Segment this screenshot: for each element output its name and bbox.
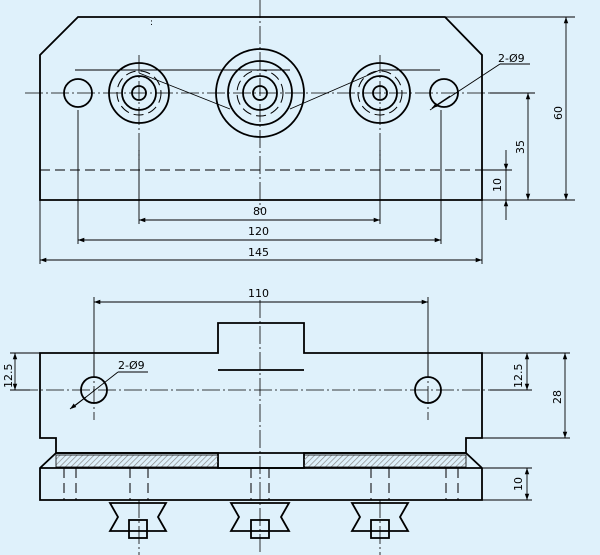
dimension-28: 28 <box>482 353 570 439</box>
pulley-middle <box>215 48 305 138</box>
hole-callout-front: 2-Ø9 <box>69 359 148 410</box>
top-extension-lines <box>39 110 483 264</box>
hole-callout-front-text: 2-Ø9 <box>118 359 145 372</box>
dimension-145-text: 145 <box>248 246 269 259</box>
dimension-12-5-right-text: 12.5 <box>512 364 525 389</box>
dimension-12-5-left: 12.5 <box>2 352 40 391</box>
hole-callout-top-text: 2-Ø9 <box>498 52 525 65</box>
belt-lines <box>75 69 440 110</box>
top-view: : 2-Ø9 80 120 145 <box>25 0 575 264</box>
dimension-10-top-text: 10 <box>491 178 504 192</box>
mounting-hole-left <box>63 78 93 108</box>
dimension-28-text: 28 <box>551 390 564 404</box>
dimension-120: 120 <box>78 225 441 243</box>
bottom-pulley-middle <box>229 502 291 539</box>
bottom-pulley-left <box>108 500 168 555</box>
hatched-section-right <box>303 454 467 468</box>
dimension-80-text: 80 <box>253 205 267 218</box>
dimension-12-5-right: 12.5 <box>482 352 570 391</box>
pulley-left <box>108 62 170 124</box>
dimension-10-front: 10 <box>482 467 532 501</box>
top-vertical-extension-lines <box>445 16 575 201</box>
dimension-10-front-text: 10 <box>512 477 525 491</box>
dimension-60: 60 <box>552 17 569 200</box>
top-view-mark: : <box>150 18 153 28</box>
dimension-10-top: 10 <box>491 150 509 220</box>
dimension-35: 35 <box>514 93 531 200</box>
dimension-120-text: 120 <box>248 225 269 238</box>
dimension-110-text: 110 <box>248 287 269 300</box>
dimension-145: 145 <box>40 246 482 263</box>
base-hidden-lines <box>63 468 459 500</box>
top-view-outline <box>39 16 483 201</box>
front-view: 110 2-Ø9 12.5 12.5 28 <box>2 287 570 555</box>
dimension-60-text: 60 <box>552 106 565 120</box>
dimension-110: 110 <box>93 287 429 376</box>
pulley-right <box>349 62 411 124</box>
bottom-pulley-right <box>350 500 410 555</box>
dimension-80: 80 <box>139 205 380 223</box>
mounting-hole-right <box>429 78 459 108</box>
hole-callout-top: 2-Ø9 <box>429 52 530 111</box>
dimension-12-5-left-text: 12.5 <box>2 364 15 389</box>
dimension-35-text: 35 <box>514 140 527 154</box>
hatched-section-left <box>55 454 219 468</box>
